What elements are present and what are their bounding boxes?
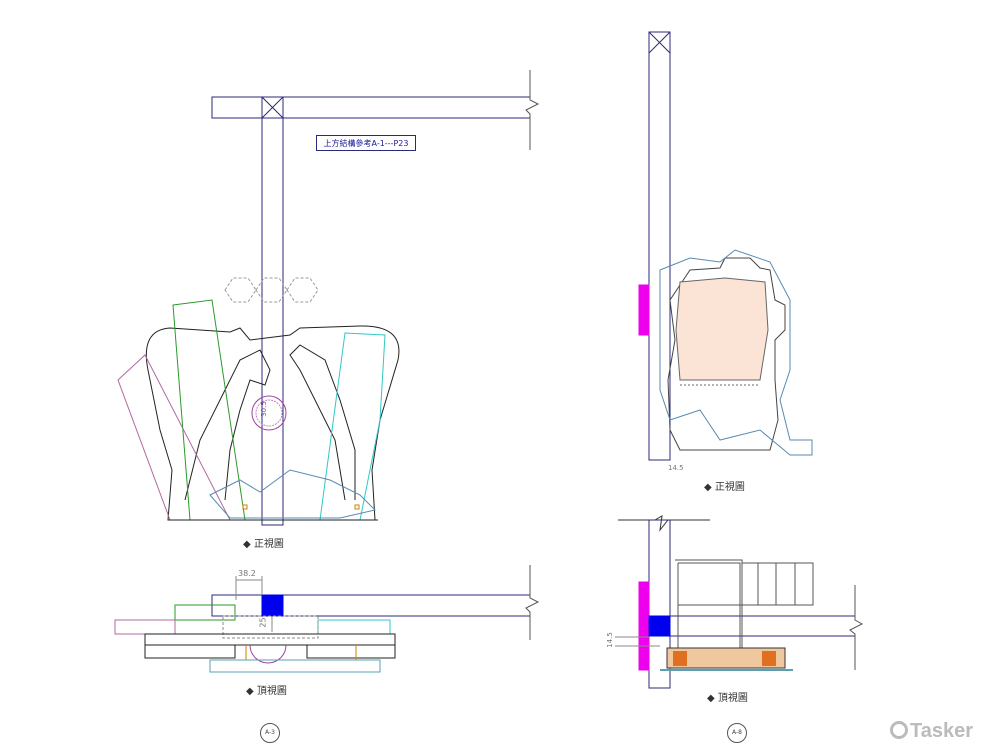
orange-tray-right xyxy=(762,651,776,666)
figure-inner xyxy=(675,277,769,381)
dim-depth: 25 xyxy=(258,617,268,628)
orange-tray-left xyxy=(673,651,687,666)
left-top-view-label: ◆ 頂視圖 xyxy=(246,686,287,697)
watermark-text: Tasker xyxy=(910,720,974,742)
cyan-base xyxy=(209,659,381,673)
reference-note: 上方結構參考A-1---P23 xyxy=(316,135,416,151)
figure-outline xyxy=(145,325,400,521)
bolt xyxy=(242,504,248,510)
figure-inner xyxy=(184,344,356,501)
ref-marker-a8: A-8 xyxy=(727,723,747,743)
beam xyxy=(670,615,855,637)
logo-icon xyxy=(890,721,908,739)
dim-line xyxy=(235,576,273,632)
beam-break xyxy=(525,70,540,150)
right-top-view xyxy=(615,515,864,689)
mount-plate xyxy=(638,581,650,671)
dashed-outline xyxy=(222,615,319,639)
figure-outline xyxy=(667,257,786,451)
dim-front: 14.5 xyxy=(668,464,684,472)
dim-top: 14.5 xyxy=(605,632,614,648)
orange-tray xyxy=(666,647,786,669)
right-front-view-label: ◆ 正視圖 xyxy=(704,482,745,493)
green-panel xyxy=(174,604,236,621)
cyan-panel xyxy=(319,332,386,521)
rock-outline xyxy=(659,249,813,456)
beam-break xyxy=(525,565,540,640)
right-front-view xyxy=(638,31,813,461)
wall-line xyxy=(618,515,710,532)
bracket-block xyxy=(261,594,284,617)
pink-panel xyxy=(117,354,231,521)
hex-dashed xyxy=(224,277,319,303)
green-panel xyxy=(172,299,246,521)
top-beam xyxy=(211,594,530,617)
right-top-view-label: ◆ 頂視圖 xyxy=(707,693,748,704)
base-left xyxy=(144,644,236,659)
bolt xyxy=(354,504,360,510)
mount-ring xyxy=(251,395,287,431)
pink-panel xyxy=(114,619,176,635)
column xyxy=(261,96,284,526)
beam-break xyxy=(849,585,864,670)
column-cross xyxy=(261,96,284,119)
left-front-view-label: ◆ 正視圖 xyxy=(243,539,284,550)
watermark-logo: Tasker xyxy=(890,720,973,743)
left-top-view xyxy=(114,565,540,673)
left-front-view xyxy=(117,70,540,526)
base-plate xyxy=(144,633,396,646)
mount-ring-inner xyxy=(255,399,283,427)
circle-dim: 30.5 xyxy=(259,401,268,417)
column xyxy=(648,31,671,461)
mount-plate xyxy=(638,284,650,336)
base-right xyxy=(306,644,396,659)
cabinet xyxy=(675,559,814,648)
dim-width: 38.2 xyxy=(238,569,256,578)
top-beam xyxy=(211,96,530,119)
column-cross xyxy=(648,31,671,54)
mount-arc xyxy=(249,644,287,664)
bracket-block xyxy=(648,615,671,637)
dim-line xyxy=(615,636,660,647)
rocks xyxy=(209,469,376,519)
ref-marker-a3: A-3 xyxy=(260,723,280,743)
cyan-panel xyxy=(317,619,391,635)
